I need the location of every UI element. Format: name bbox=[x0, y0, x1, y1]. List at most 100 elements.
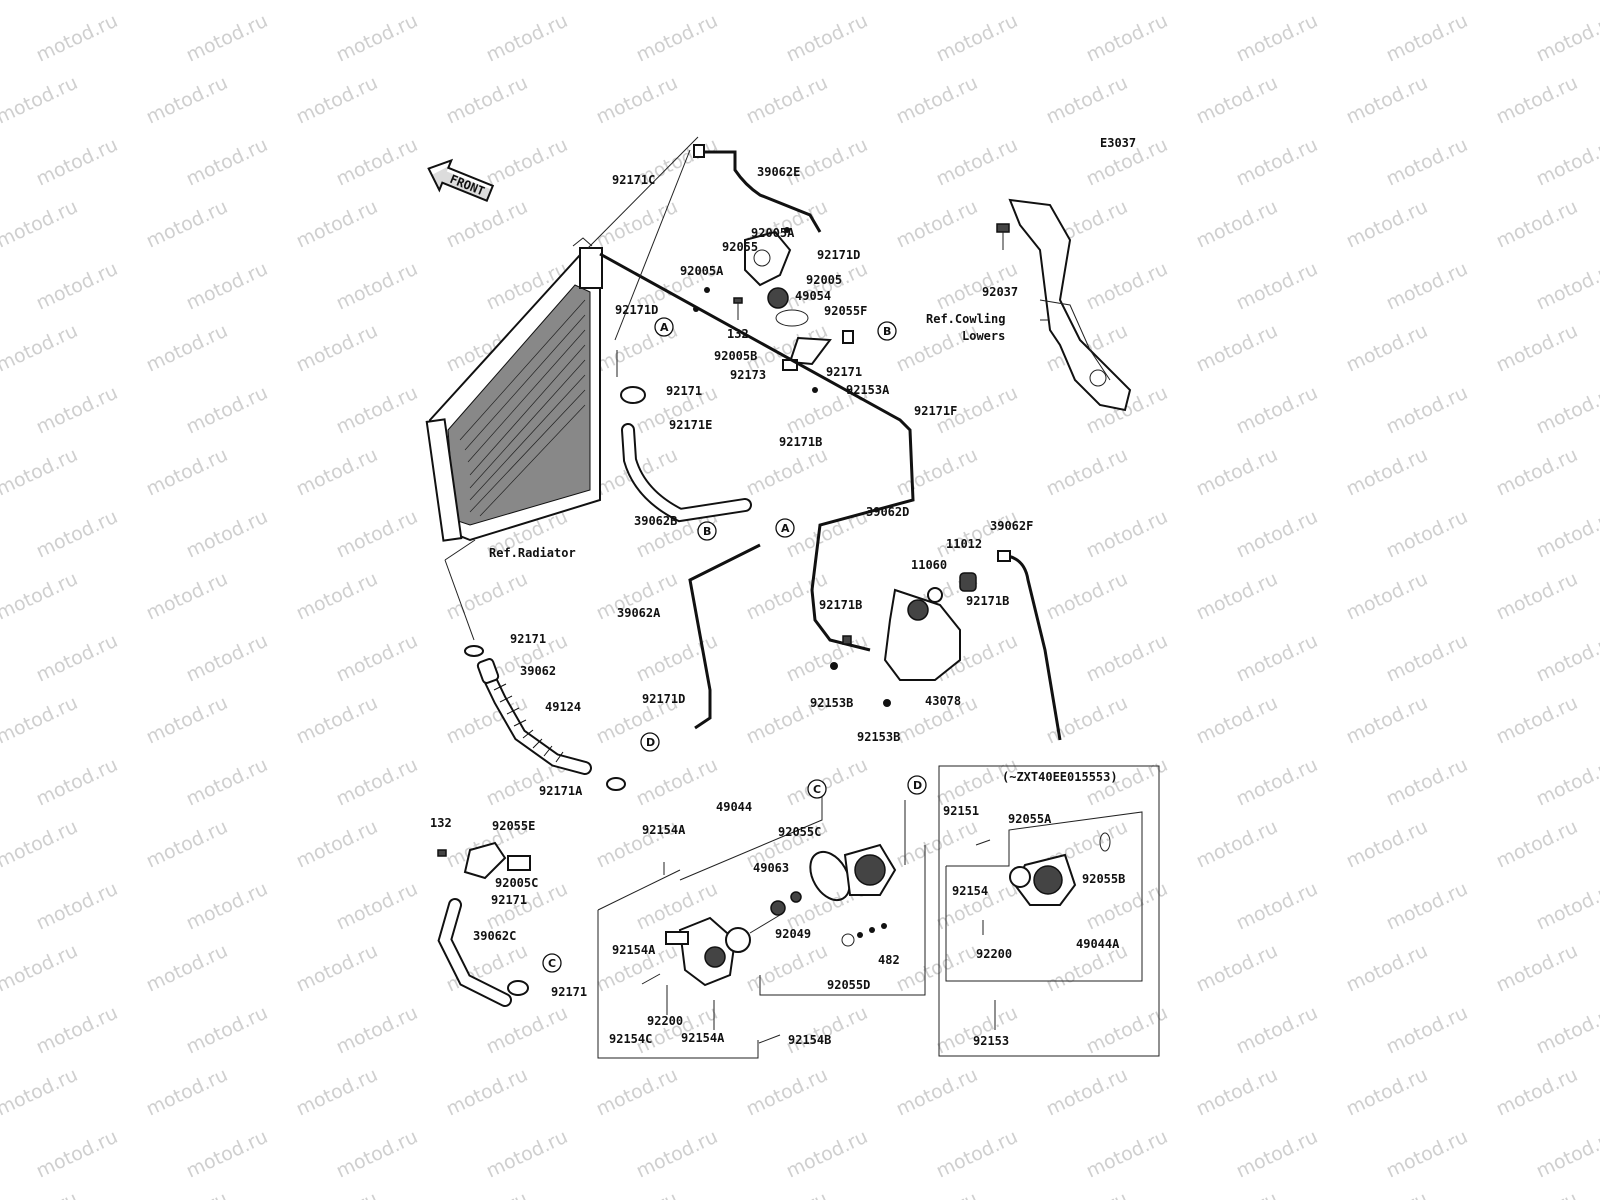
watermark-text: motod.ru bbox=[1083, 506, 1171, 563]
watermark-text: motod.ru bbox=[333, 258, 421, 315]
watermark-text: motod.ru bbox=[1233, 506, 1321, 563]
svg-text:A: A bbox=[781, 522, 790, 535]
watermark-text: motod.ru bbox=[1193, 568, 1281, 625]
watermark-text: motod.ru bbox=[143, 0, 231, 5]
watermark-text: motod.ru bbox=[893, 72, 981, 129]
watermark-text: motod.ru bbox=[0, 692, 81, 749]
watermark-text: motod.ru bbox=[743, 0, 831, 5]
callout-markers: A B B A D C D C bbox=[542, 317, 927, 973]
part-label-92171D: 92171D bbox=[615, 303, 658, 317]
part-label-92153B: 92153B bbox=[857, 730, 900, 744]
watermark-text: motod.ru bbox=[293, 940, 381, 997]
watermark-text: motod.ru bbox=[143, 196, 231, 253]
watermark-text: motod.ru bbox=[1233, 878, 1321, 935]
watermark-text: motod.ru bbox=[1343, 816, 1431, 873]
part-label-92171D: 92171D bbox=[817, 248, 860, 262]
part-label-92055A: 92055A bbox=[1008, 812, 1052, 826]
watermark-text: motod.ru bbox=[33, 506, 121, 563]
watermark-text: motod.ru bbox=[33, 1002, 121, 1059]
watermark-text: motod.ru bbox=[183, 134, 271, 191]
radiator bbox=[425, 136, 699, 542]
figure-code: E3037 bbox=[1100, 136, 1136, 150]
part-label-43078: 43078 bbox=[925, 694, 961, 708]
watermark-text: motod.ru bbox=[183, 1126, 271, 1183]
part-label-92171: 92171 bbox=[666, 384, 702, 398]
watermark-text: motod.ru bbox=[183, 630, 271, 687]
watermark-text: motod.ru bbox=[483, 1002, 571, 1059]
watermark-text: motod.ru bbox=[143, 72, 231, 129]
part-label-92153B: 92153B bbox=[810, 696, 853, 710]
part-label-11060: 11060 bbox=[911, 558, 947, 572]
hose-39062B bbox=[616, 350, 752, 523]
watermark-text: motod.ru bbox=[1533, 1002, 1600, 1059]
part-label-92055D: 92055D bbox=[827, 978, 870, 992]
watermark-text: motod.ru bbox=[743, 72, 831, 129]
watermark-text: motod.ru bbox=[1083, 1002, 1171, 1059]
watermark-text: motod.ru bbox=[33, 1126, 121, 1183]
watermark-text: motod.ru bbox=[443, 0, 531, 5]
watermark-text: motod.ru bbox=[1383, 10, 1471, 67]
watermark-text: motod.ru bbox=[1193, 1064, 1281, 1121]
watermark-text: motod.ru bbox=[893, 1064, 981, 1121]
watermark-text: motod.ru bbox=[33, 10, 121, 67]
watermark-text: motod.ru bbox=[333, 1002, 421, 1059]
watermark-text: motod.ru bbox=[783, 754, 871, 811]
watermark-text: motod.ru bbox=[1233, 1126, 1321, 1183]
watermark-text: motod.ru bbox=[143, 1064, 231, 1121]
watermark-text: motod.ru bbox=[1193, 692, 1281, 749]
watermark-text: motod.ru bbox=[1083, 630, 1171, 687]
watermark-text: motod.ru bbox=[1383, 382, 1471, 439]
watermark-text: motod.ru bbox=[1193, 320, 1281, 377]
watermark-text: motod.ru bbox=[333, 134, 421, 191]
part-label-39062D: 39062D bbox=[866, 505, 909, 519]
part-label-39062F: 39062F bbox=[990, 519, 1033, 533]
watermark-text: motod.ru bbox=[893, 1188, 981, 1200]
watermark-text: motod.ru bbox=[483, 10, 571, 67]
svg-text:C: C bbox=[813, 783, 821, 796]
watermark-text: motod.ru bbox=[1383, 1002, 1471, 1059]
watermark-text: motod.ru bbox=[1343, 568, 1431, 625]
svg-text:D: D bbox=[913, 779, 922, 792]
watermark-text: motod.ru bbox=[893, 196, 981, 253]
watermark-text: motod.ru bbox=[333, 878, 421, 935]
ref-radiator-label: Ref.Radiator bbox=[489, 546, 576, 560]
watermark-text: motod.ru bbox=[1193, 0, 1281, 5]
ref-cowling-label-line2: Lowers bbox=[962, 329, 1005, 343]
watermark-text: motod.ru bbox=[1533, 878, 1600, 935]
watermark-text: motod.ru bbox=[633, 1126, 721, 1183]
watermark-text: motod.ru bbox=[783, 10, 871, 67]
watermark-text: motod.ru bbox=[183, 506, 271, 563]
watermark-text: motod.ru bbox=[1193, 72, 1281, 129]
watermark-text: motod.ru bbox=[333, 382, 421, 439]
part-label-49063: 49063 bbox=[753, 861, 789, 875]
part-label-92171: 92171 bbox=[491, 893, 527, 907]
watermark-text: motod.ru bbox=[143, 444, 231, 501]
watermark-text: motod.ru bbox=[1383, 134, 1471, 191]
part-label-39062B: 39062B bbox=[634, 514, 677, 528]
part-label-39062: 39062 bbox=[520, 664, 556, 678]
watermark-text: motod.ru bbox=[33, 630, 121, 687]
watermark-text: motod.ru bbox=[0, 1064, 81, 1121]
watermark-text: motod.ru bbox=[1533, 10, 1600, 67]
part-label-92171: 92171 bbox=[510, 632, 546, 646]
part-label-92171F: 92171F bbox=[914, 404, 957, 418]
watermark-text: motod.ru bbox=[1193, 444, 1281, 501]
watermark-text: motod.ru bbox=[1343, 320, 1431, 377]
watermark-text: motod.ru bbox=[1043, 444, 1131, 501]
part-label-92005B: 92005B bbox=[714, 349, 757, 363]
watermark-text: motod.ru bbox=[633, 754, 721, 811]
hose-39062A bbox=[688, 543, 761, 730]
watermark-text: motod.ru bbox=[143, 940, 231, 997]
watermark-text: motod.ru bbox=[783, 1002, 871, 1059]
watermark-text: motod.ru bbox=[183, 1002, 271, 1059]
watermark-text: motod.ru bbox=[1343, 196, 1431, 253]
watermark-text: motod.ru bbox=[0, 444, 81, 501]
part-label-92154: 92154 bbox=[952, 884, 988, 898]
watermark-text: motod.ru bbox=[443, 1188, 531, 1200]
watermark-text: motod.ru bbox=[1493, 816, 1581, 873]
watermark-text: motod.ru bbox=[1083, 878, 1171, 935]
watermark-text: motod.ru bbox=[593, 0, 681, 5]
part-label-92154A: 92154A bbox=[612, 943, 656, 957]
watermark-text: motod.ru bbox=[183, 10, 271, 67]
water-pump bbox=[641, 843, 897, 1044]
